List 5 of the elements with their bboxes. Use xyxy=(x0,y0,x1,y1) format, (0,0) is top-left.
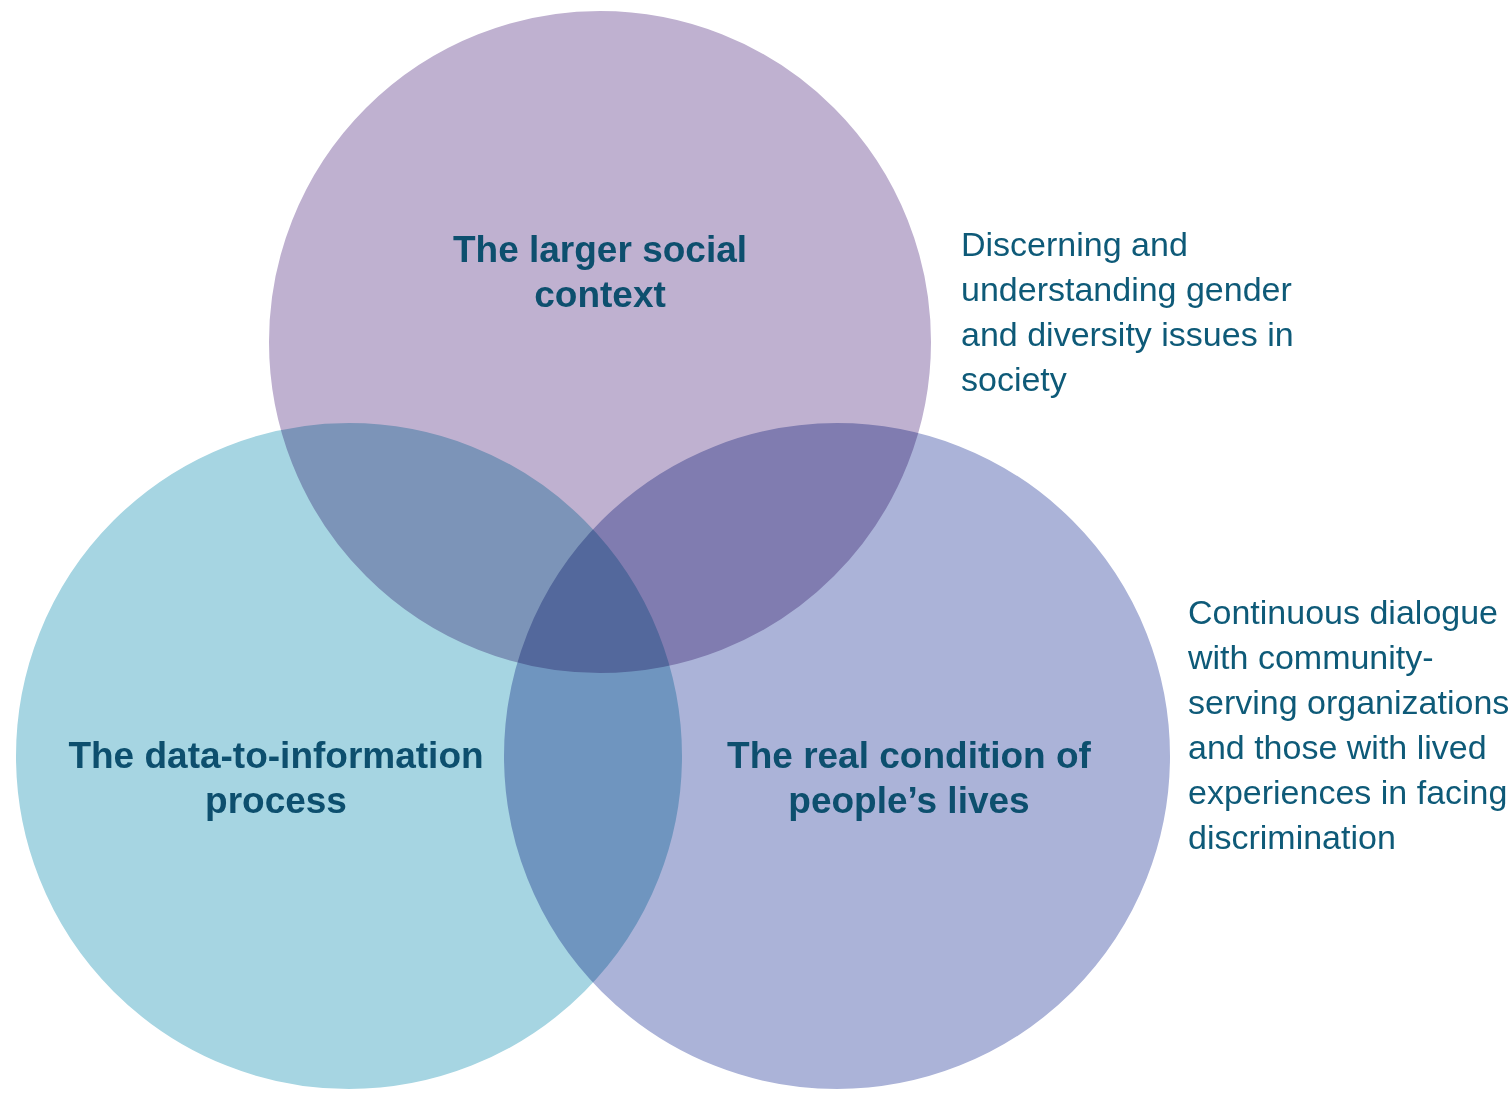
circle-title: The data-to-information process xyxy=(67,734,485,823)
circle-title: The real condition of people’s lives xyxy=(726,734,1092,823)
circle-title: The larger social context xyxy=(451,228,749,317)
side-note: Discerning and understanding gender and diversity issues in society xyxy=(961,224,1295,400)
side-note: Continuous dialogue with community-serving organizations and those with lived experiences in facing discrimination xyxy=(1188,592,1510,858)
